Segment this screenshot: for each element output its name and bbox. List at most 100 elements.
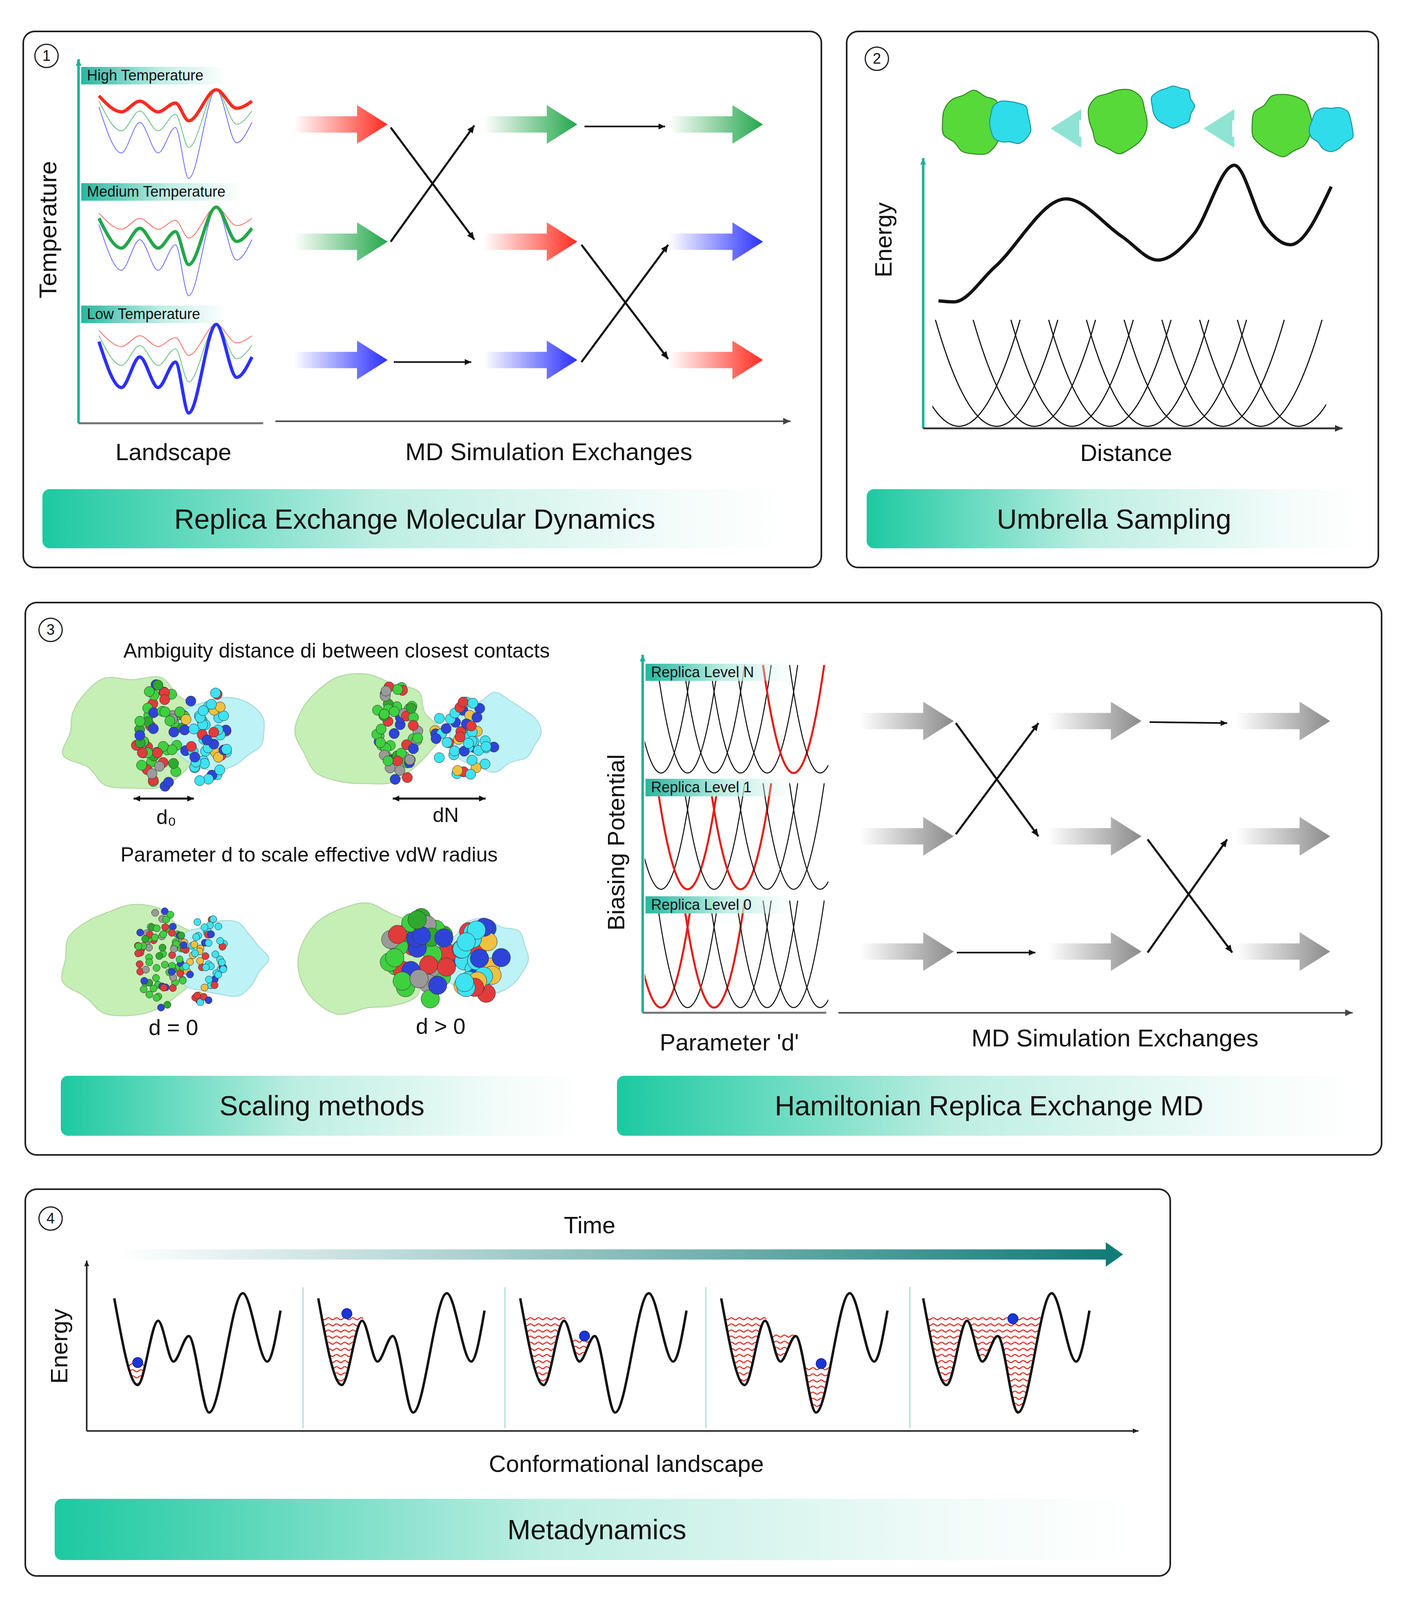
- scaling-illustration-part: [153, 964, 161, 972]
- umbrella-illustration-part-part: [1199, 319, 1323, 427]
- remd-illustration-part: [661, 351, 669, 360]
- metadynamics-illustration-part: [909, 1287, 911, 1429]
- scaling-illustration-part: [168, 929, 176, 937]
- hremd-illustration-part: [1220, 720, 1227, 726]
- hremd-illustration-part: [956, 951, 1036, 954]
- metadynamics-illustration: [84, 1242, 1139, 1434]
- umbrella-illustration-part: [923, 427, 1343, 430]
- scaling-illustration-part: [392, 797, 486, 800]
- scaling-illustration-part: [177, 931, 185, 940]
- caption-label: d₀: [156, 807, 177, 828]
- hremd-illustration-part-part: [644, 900, 692, 1009]
- metadynamics-illustration-part: [84, 1260, 89, 1267]
- level-tab: Replica Level 1: [645, 778, 791, 797]
- scaling-illustration-part: [145, 958, 154, 967]
- caption-label: Parameter d to scale effective vdW radiu…: [120, 844, 498, 866]
- scaling-illustration-part: [159, 984, 168, 992]
- metadynamics-illustration-part: [721, 1317, 848, 1420]
- remd-illustration: [75, 59, 791, 425]
- remd-illustration-part: [390, 127, 475, 240]
- metadynamics-illustration-part: [1132, 1428, 1139, 1434]
- scaling-illustration-part: [188, 723, 200, 735]
- scaling-illustration-part: [157, 1004, 165, 1012]
- metadynamics-illustration-part-part: [923, 1324, 1050, 1327]
- scaling-illustration-part: [168, 727, 180, 738]
- scaling-illustration-part: [454, 732, 466, 743]
- scaling-illustration-part: [193, 992, 201, 1000]
- scaling-illustration-part-part: [297, 902, 443, 1015]
- scaling-illustration-part: [144, 686, 155, 697]
- scaling-illustration-part: [141, 935, 149, 943]
- metadynamics-illustration-part-part: [721, 1317, 767, 1320]
- metadynamics-illustration-part-part: [565, 1383, 594, 1386]
- remd-illustration-part: [293, 222, 388, 262]
- hremd-illustration-part-part: [736, 900, 798, 1009]
- scaling-illustration-part: [203, 774, 214, 785]
- umbrella-illustration-part-part: [1048, 319, 1172, 427]
- scaling-illustration-part: [155, 952, 164, 961]
- scaling-illustration-part: [194, 775, 205, 786]
- scaling-illustration-part: [61, 904, 269, 1017]
- scaling-illustration-part: [383, 756, 394, 767]
- level-tab: Replica Level 0: [645, 896, 791, 914]
- scaling-illustration-part: [390, 774, 401, 785]
- hremd-illustration-part: [838, 1012, 1353, 1014]
- scaling-illustration-part: [479, 795, 486, 802]
- scaling-illustration-part: [408, 910, 427, 930]
- scaling-illustration-part: [159, 694, 170, 705]
- metadynamics-illustration-part: [816, 1358, 827, 1369]
- scaling-illustration-part: [205, 976, 213, 984]
- caption-label: Distance: [1080, 441, 1173, 465]
- metadynamics-illustration-part: [341, 1308, 353, 1320]
- umbrella-illustration-part: [1050, 109, 1082, 149]
- scaling-illustration-part: [441, 723, 452, 734]
- metadynamics-illustration-part-part: [721, 1360, 767, 1363]
- scaling-illustration-part: [136, 760, 147, 771]
- metadynamics-illustration-part-part: [520, 1403, 566, 1406]
- scaling-illustration-part: [207, 930, 215, 939]
- metadynamics-illustration-part-part: [794, 1380, 848, 1383]
- remd-illustration-part: [99, 207, 253, 297]
- caption-label: MD Simulation Exchanges: [405, 439, 693, 465]
- banner-title: Scaling methods: [219, 1091, 425, 1120]
- hremd-illustration-part-part: [683, 783, 745, 890]
- hremd-illustration-part-part: [656, 900, 719, 1009]
- scaling-illustration-part: [466, 755, 477, 766]
- scaling-illustration-part: [168, 758, 179, 769]
- metadynamics-illustration-part-part: [766, 1408, 795, 1411]
- level-tab: Replica Level N: [645, 663, 791, 682]
- scaling-illustration-part: [392, 684, 403, 695]
- scaling-illustration-part: [376, 724, 387, 735]
- scaling-illustration-part: [470, 949, 489, 968]
- metadynamics-illustration-part: [86, 1430, 1139, 1433]
- umbrella-illustration-part: [921, 158, 925, 429]
- metadynamics-illustration-part-part: [520, 1397, 566, 1400]
- metadynamics-illustration-part-part: [766, 1415, 795, 1418]
- scaling-illustration-part: [434, 929, 453, 948]
- umbrella-illustration-part: [938, 165, 1332, 302]
- method-panel: 4Metadynamics: [24, 1188, 1172, 1578]
- metadynamics-illustration-part-part: [565, 1370, 594, 1374]
- hremd-illustration-part: [1029, 949, 1036, 956]
- metadynamics-illustration-part-part: [721, 1348, 767, 1351]
- scaling-illustration-part: [201, 984, 209, 992]
- scaling-illustration-part: [179, 725, 190, 736]
- metadynamics-illustration-part-part: [766, 1390, 795, 1393]
- scaling-illustration-part: [169, 923, 177, 931]
- scaling-illustration-part: [441, 737, 453, 748]
- tab-label: Low Temperature: [81, 306, 201, 322]
- callout-number: 1: [34, 43, 59, 69]
- scaling-illustration-part: [381, 685, 392, 697]
- hremd-illustration-part: [860, 817, 954, 857]
- hremd-illustration-part-part: [763, 783, 825, 890]
- scaling-illustration-part: [192, 933, 200, 941]
- scaling-illustration-part: [379, 709, 390, 720]
- scaling-illustration-part: [392, 971, 412, 991]
- remd-illustration-part: [275, 420, 791, 423]
- scaling-illustration-part: [153, 925, 161, 933]
- scaling-illustration-part: [198, 705, 209, 716]
- scaling-illustration-part: [392, 795, 400, 802]
- metadynamics-illustration-part-part: [923, 1336, 1050, 1339]
- umbrella-illustration-part-part: [973, 319, 1096, 427]
- hremd-illustration-part-part: [656, 665, 719, 774]
